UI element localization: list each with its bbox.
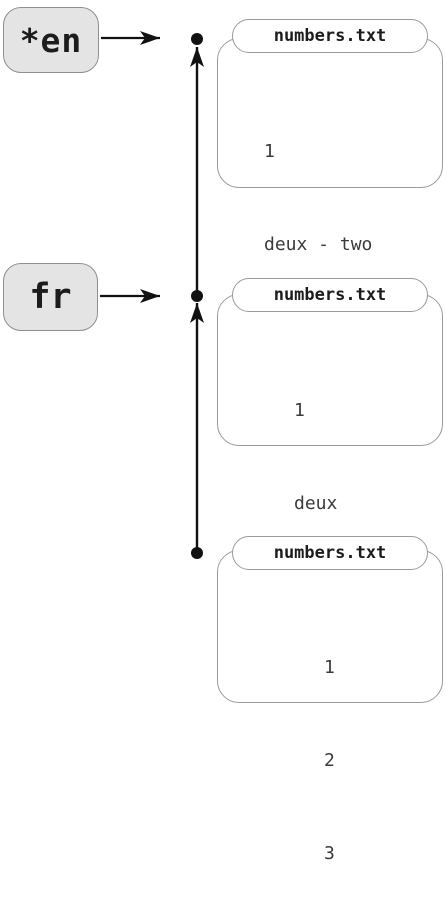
commit-dot-1 <box>191 33 203 45</box>
file-line: 2 <box>324 750 335 771</box>
file-line: deux - two <box>264 234 373 255</box>
commit-dot-3 <box>191 547 203 559</box>
commit-filename-2: numbers.txt <box>232 278 428 312</box>
branch-fr-label: fr <box>3 263 98 331</box>
branch-en-label: *en <box>3 7 99 73</box>
file-content-3: 1 2 3 <box>324 590 346 900</box>
commit-card-3 <box>217 550 443 703</box>
file-line: 1 <box>264 141 275 162</box>
commit-graph <box>100 31 204 559</box>
commit-card-1 <box>217 38 443 188</box>
commit-card-2 <box>217 294 443 446</box>
file-line: deux <box>294 493 338 514</box>
file-line: 1 <box>324 657 335 678</box>
file-line: 3 <box>324 843 335 864</box>
file-line: 1 <box>294 400 305 421</box>
commit-dot-2 <box>191 290 203 302</box>
commit-filename-1: numbers.txt <box>232 19 428 53</box>
commit-filename-3: numbers.txt <box>232 536 428 570</box>
